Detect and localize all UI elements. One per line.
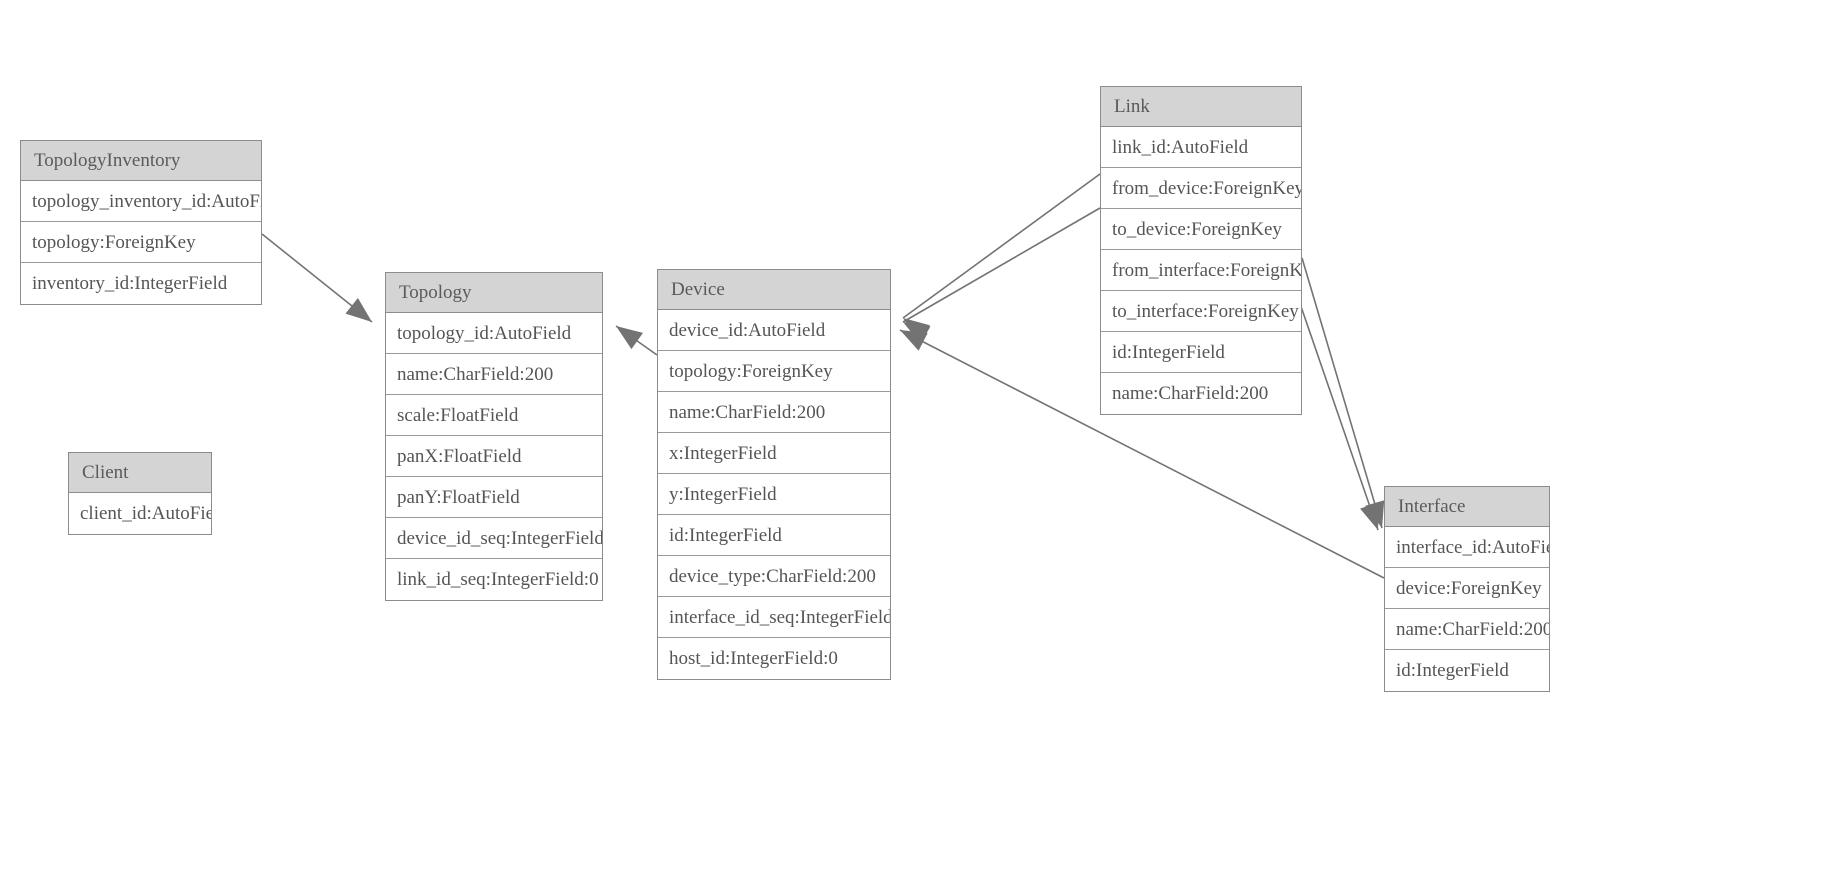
entity-interface[interactable]: Interfaceinterface_id:AutoFielddevice:Fo… xyxy=(1384,486,1550,692)
entity-attribute[interactable]: id:IntegerField xyxy=(1396,660,1509,681)
entity-title-client: Client xyxy=(69,453,211,493)
relationship-line xyxy=(1295,291,1379,531)
relationship-link-from-interface[interactable] xyxy=(1301,257,1392,531)
entity-attribute[interactable]: device_id:AutoField xyxy=(658,310,890,351)
entity-attribute[interactable]: link_id_seq:IntegerField:0 xyxy=(397,569,599,590)
entity-attribute[interactable]: interface_id_seq:IntegerField:0 xyxy=(658,597,890,638)
relationship-arrowhead xyxy=(345,297,372,322)
relationship-arrowhead xyxy=(903,322,931,344)
relationship-line xyxy=(1301,257,1383,529)
entity-attribute[interactable]: name:CharField:200 xyxy=(658,392,890,433)
relationship-topologyinventory-topology[interactable] xyxy=(261,233,378,330)
entity-title-link: Link xyxy=(1101,87,1301,127)
relationship-arrowhead xyxy=(616,326,643,350)
entity-attribute-list-topology_inventory: topology_inventory_id:AutoFieldtopology:… xyxy=(21,181,261,304)
entity-attribute[interactable]: name:CharField:200 xyxy=(1385,609,1549,650)
entity-attribute[interactable]: to_interface:ForeignKey xyxy=(1101,291,1301,332)
entity-attribute[interactable]: id:IntegerField xyxy=(1101,332,1301,373)
entity-attribute[interactable]: device:ForeignKey xyxy=(1385,568,1549,609)
entity-attribute[interactable]: to_device:ForeignKey xyxy=(1101,209,1301,250)
entity-title-topology: Topology xyxy=(386,273,602,313)
entity-title-interface: Interface xyxy=(1385,487,1549,527)
entity-attribute[interactable]: panY:FloatField xyxy=(386,477,602,518)
entity-attribute[interactable]: from_interface:ForeignKey xyxy=(1101,250,1301,291)
entity-attribute[interactable]: name:CharField:200 xyxy=(1112,383,1269,404)
entity-attribute-list-interface: interface_id:AutoFielddevice:ForeignKeyn… xyxy=(1385,527,1549,691)
entity-attribute[interactable]: topology_id:AutoField xyxy=(386,313,602,354)
relationship-line xyxy=(902,207,1101,323)
entity-attribute[interactable]: interface_id:AutoField xyxy=(1385,527,1549,568)
entity-attribute[interactable]: scale:FloatField xyxy=(386,395,602,436)
entity-attribute[interactable]: y:IntegerField xyxy=(658,474,890,515)
entity-attribute[interactable]: device_type:CharField:200 xyxy=(658,556,890,597)
entity-attribute[interactable]: topology:ForeignKey xyxy=(21,222,261,263)
relationship-arrowhead xyxy=(900,330,928,351)
relationship-line xyxy=(261,233,373,323)
entity-attribute[interactable]: name:CharField:200 xyxy=(386,354,602,395)
entity-attribute[interactable]: client_id:AutoField xyxy=(80,503,211,524)
entity-title-topology_inventory: TopologyInventory xyxy=(21,141,261,181)
entity-attribute-list-client: client_id:AutoField xyxy=(69,493,211,534)
relationship-link-from-device[interactable] xyxy=(897,173,1101,342)
relationship-device-topology[interactable] xyxy=(610,318,658,356)
entity-attribute[interactable]: device_id_seq:IntegerField:0 xyxy=(386,518,602,559)
entity-attribute[interactable]: host_id:IntegerField:0 xyxy=(669,648,838,669)
entity-attribute[interactable]: topology_inventory_id:AutoField xyxy=(21,181,261,222)
entity-attribute[interactable]: from_device:ForeignKey xyxy=(1101,168,1301,209)
relationship-line xyxy=(615,325,658,356)
entity-attribute[interactable]: inventory_id:IntegerField xyxy=(32,273,228,294)
entity-attribute[interactable]: id:IntegerField xyxy=(658,515,890,556)
entity-attribute[interactable]: panX:FloatField xyxy=(386,436,602,477)
entity-attribute[interactable]: x:IntegerField xyxy=(658,433,890,474)
entity-title-device: Device xyxy=(658,270,890,310)
entity-attribute[interactable]: topology:ForeignKey xyxy=(658,351,890,392)
relationship-link-to-interface[interactable] xyxy=(1295,291,1387,533)
relationship-link-to-device[interactable] xyxy=(898,207,1101,344)
entity-attribute[interactable]: link_id:AutoField xyxy=(1101,127,1301,168)
entity-client[interactable]: Client client_id:AutoField xyxy=(68,452,212,535)
relationship-arrowhead xyxy=(903,318,930,342)
relationship-line xyxy=(902,173,1101,319)
